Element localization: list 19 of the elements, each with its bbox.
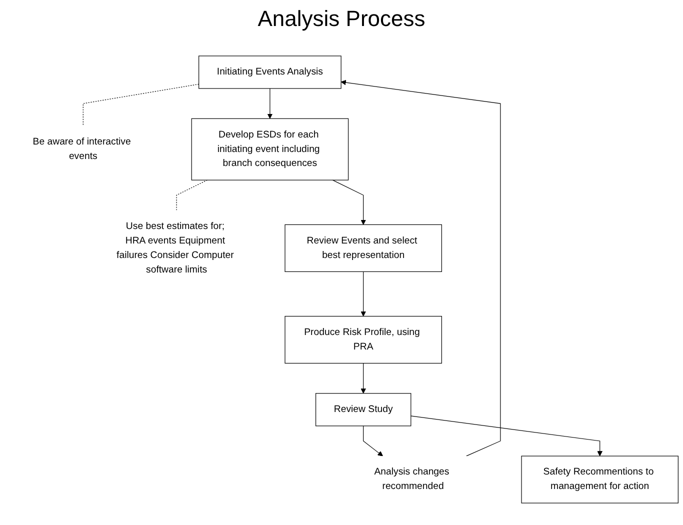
node-text: Use best estimates for; HRA events Equipment failures Consider Computer software limits <box>116 221 234 275</box>
arrow <box>340 80 501 456</box>
node-box: Review Events and select best representation <box>284 224 442 272</box>
arrow <box>410 416 602 456</box>
node-box: Safety Recommentions to management for action <box>521 456 678 504</box>
arrow <box>267 88 273 119</box>
node-text: Analysis changes recommended <box>374 466 450 492</box>
arrow <box>332 180 366 225</box>
connector <box>82 84 200 126</box>
node-box: Initiating Events Analysis <box>198 56 342 89</box>
arrow <box>360 362 366 394</box>
node-text: Be aware of interactive events <box>32 136 131 162</box>
connector <box>176 180 208 210</box>
node-box: Produce Risk Profile, using PRA <box>284 316 442 364</box>
diagram-title: Analysis Process <box>258 6 426 32</box>
node-box: Develop ESDs for each initiating event including branch consequences <box>191 118 349 180</box>
node-box: Review Study <box>315 393 412 426</box>
arrow <box>363 426 383 456</box>
arrow <box>360 271 366 316</box>
